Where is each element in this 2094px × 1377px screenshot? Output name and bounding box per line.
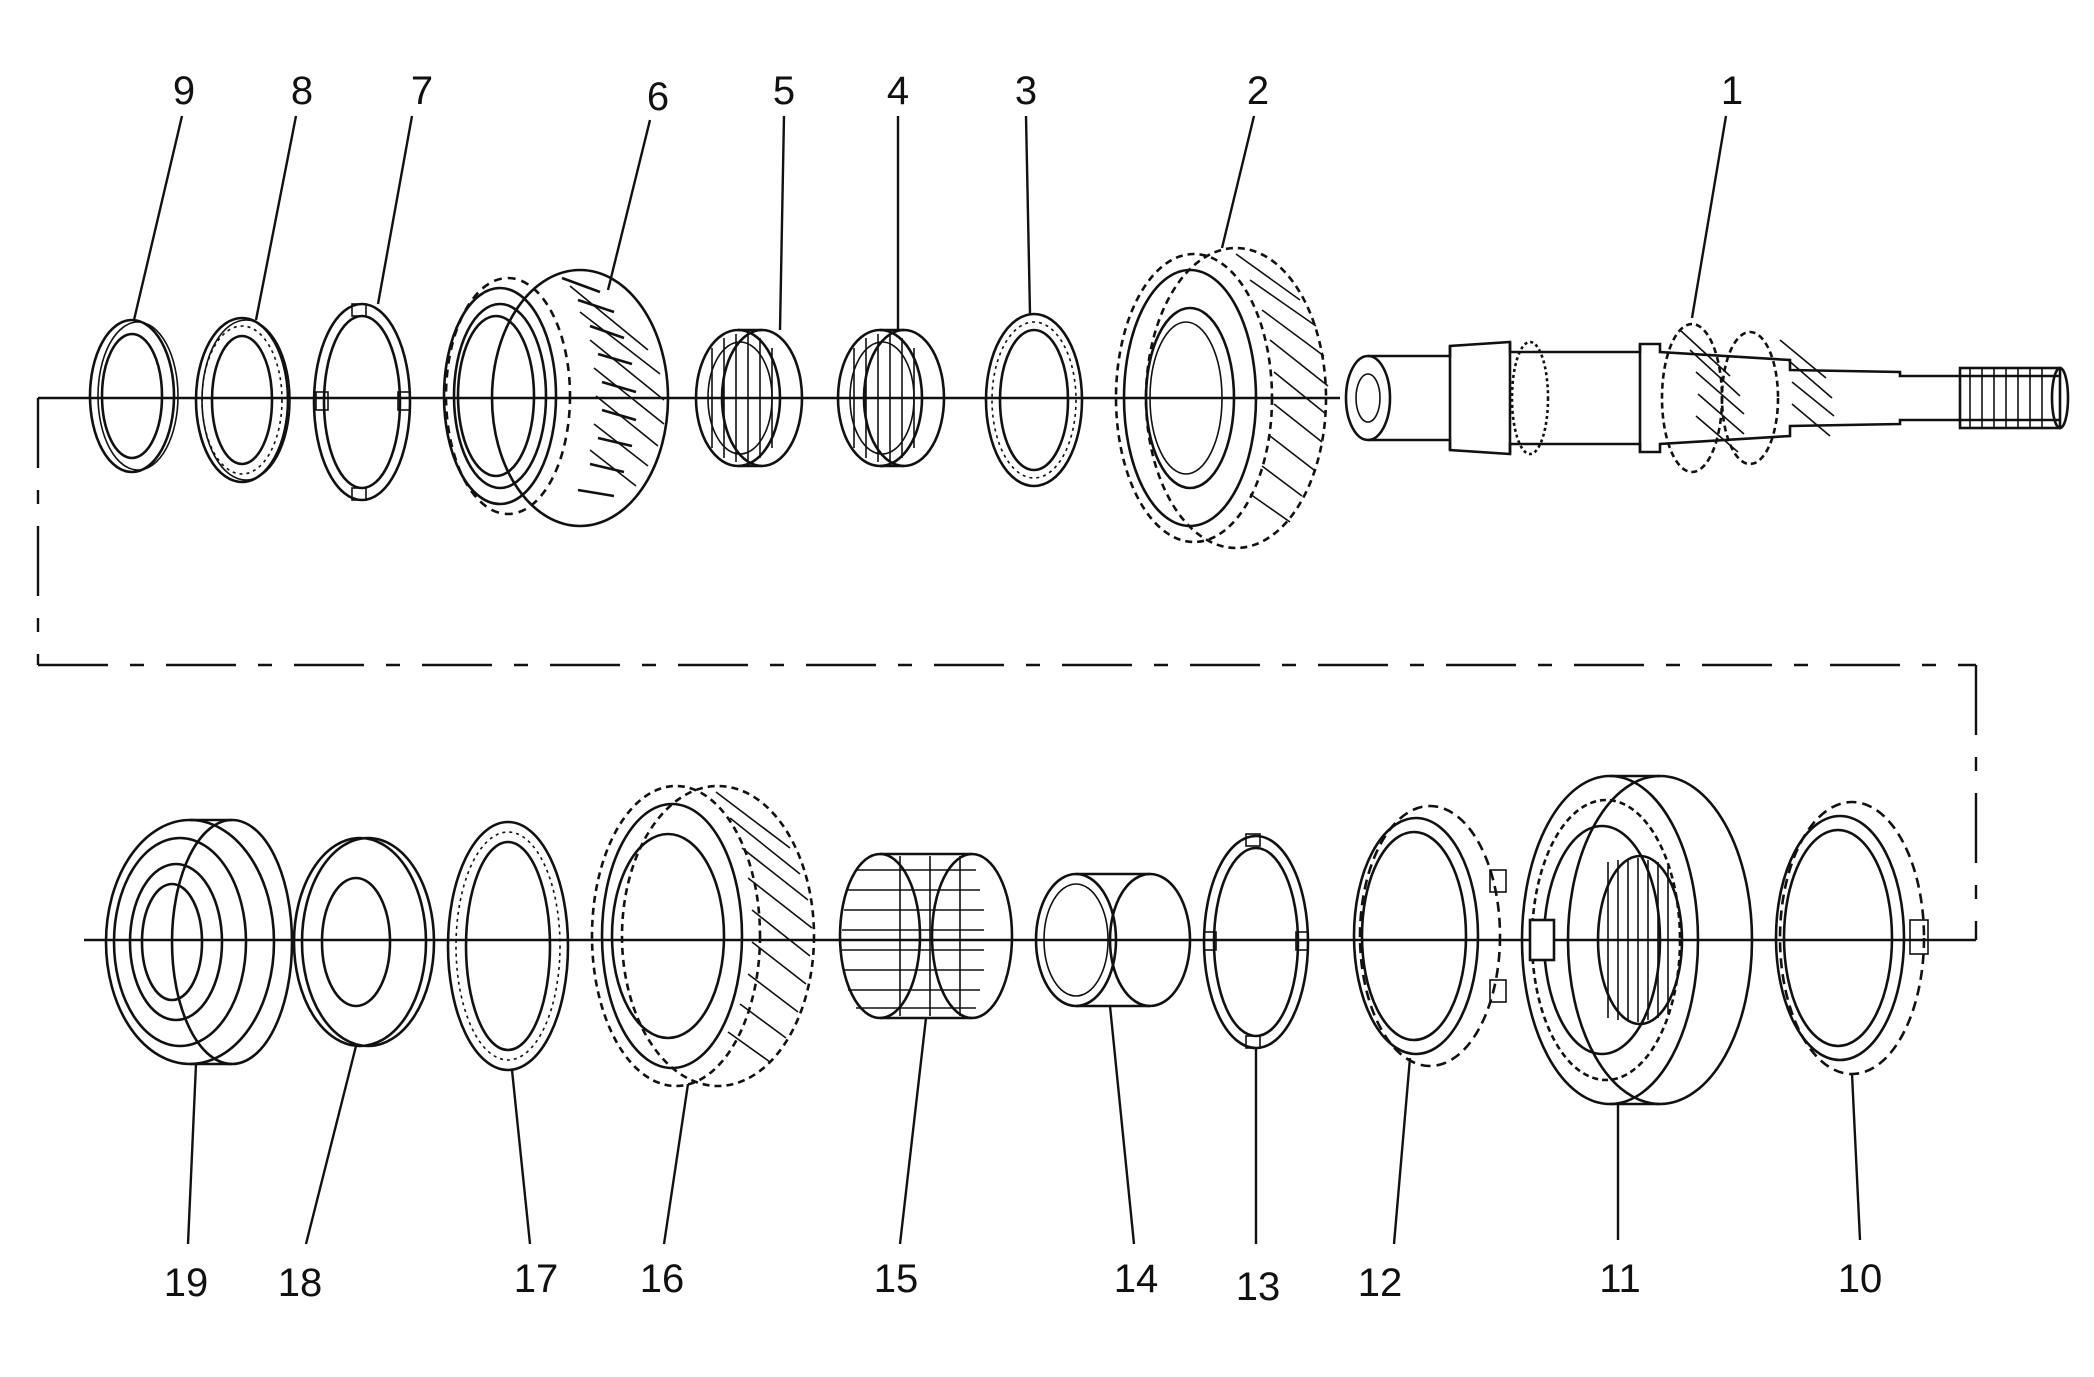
callout-19: 19 [164,1261,209,1305]
part-9-thrust-washer [88,318,179,474]
callout-2: 2 [1247,69,1269,113]
part-2-helical-gear [1114,246,1329,550]
callout-5: 5 [773,69,795,113]
part-7-snap-ring [312,302,412,502]
callout-14: 14 [1114,1257,1159,1301]
callout-6: 6 [647,75,669,119]
callout-8: 8 [291,69,313,113]
callout-labels: 1 2 3 4 5 6 7 8 9 10 11 12 13 14 15 16 1… [164,69,1883,1309]
part-11-synchronizer-assembly [1520,774,1754,1106]
part-3-thrust-bearing [984,312,1084,488]
callout-1: 1 [1721,69,1743,113]
leader-lines [132,115,1862,1245]
part-8-thrust-bearing [194,316,291,484]
part-6-helical-gear [442,268,670,528]
callout-11: 11 [1599,1257,1641,1301]
part-5-needle-bearing [694,328,804,468]
callout-18: 18 [278,1261,323,1305]
callout-15: 15 [874,1257,919,1301]
callout-3: 3 [1015,69,1037,113]
callout-9: 9 [173,69,195,113]
part-10-synchronizer-ring [1774,800,1929,1076]
part-12-synchronizer-ring [1352,804,1507,1068]
part-18-washer [292,836,436,1048]
callout-12: 12 [1358,1261,1403,1305]
part-16-helical-gear [590,784,816,1088]
callout-7: 7 [411,69,433,113]
callout-13: 13 [1236,1265,1281,1309]
part-15-needle-bearing [838,852,1014,1020]
part-19-ball-bearing [104,818,294,1066]
part-4-needle-bearing [836,328,946,468]
callout-10: 10 [1838,1257,1883,1301]
callout-16: 16 [640,1257,685,1301]
part-17-thrust-bearing [446,820,570,1072]
callout-17: 17 [514,1257,559,1301]
callout-4: 4 [887,69,909,113]
part-14-sleeve [1034,872,1192,1008]
part-1-main-shaft [1344,322,2070,474]
